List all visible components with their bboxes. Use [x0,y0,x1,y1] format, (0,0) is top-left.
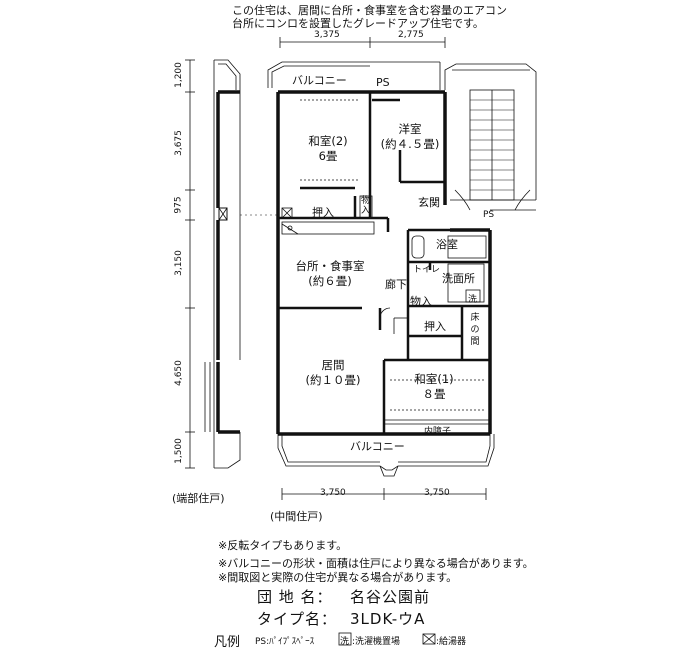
room-kitchen: 台所・食事室 (約６畳) [290,259,370,289]
dim-left-1200: 1,200 [173,62,184,88]
dim-top-right: 2,775 [398,30,424,40]
dim-left-1500: 1,500 [173,438,184,464]
dim-left-3150: 3,150 [173,250,184,276]
legend-sen-text: :洗濯機置場 [352,637,401,647]
note-balcony-shape: ※バルコニーの形状・面積は住戸により異なる場合があります。 [218,557,534,570]
legend-kyutoki: :給湯器 [436,637,467,647]
room-washitsu-2-name: 和室(2) [308,134,348,148]
room-balcony-bottom: バルコニー [350,440,405,453]
room-genkan: 玄関 [418,196,440,209]
danchi-value: 名谷公園前 [350,588,431,606]
dim-top-left: 3,375 [314,30,340,40]
note-floorplan-difference: ※間取図と実際の住宅が異なる場合があります。 [218,571,458,584]
room-yokushitsu: 浴室 [436,238,458,251]
room-sen: 洗 [468,295,478,305]
room-ima-name: 居間 [321,358,345,372]
legend-ps: PS:ﾊﾟｲﾌﾟｽﾍﾟｰｽ [255,637,315,647]
room-uchiranshi: 内障子 [424,427,452,437]
room-mono-mid: 物入 [410,295,432,308]
room-ps-top: PS [376,76,390,89]
bottom-balcony [277,434,495,477]
end-unit-strip [204,59,241,469]
type-value: 3LDK-ウA [350,610,426,628]
room-ima-size: (約１０畳) [305,373,361,387]
room-oshiire-top: 押入 [312,206,334,219]
room-washitsu-1-name: 和室(1) [414,372,454,386]
room-oshiire-mid: 押入 [424,320,446,333]
room-rouka: 廊下 [385,278,407,291]
room-kitchen-name: 台所・食事室 [295,259,365,273]
dim-left-4650: 4,650 [173,360,184,386]
room-mono-top: 物入 [361,196,371,216]
room-balcony-top: バルコニー [292,74,347,87]
interior-walls [278,92,490,434]
room-washitsu-2-size: 6畳 [318,149,338,163]
room-washitsu-2: 和室(2) 6畳 [300,134,356,164]
note-reversed-type: ※反転タイプもあります。 [218,539,348,552]
dim-left-975: 975 [173,196,184,214]
legend-title: 凡例 [214,635,241,650]
dim-left-3675: 3,675 [173,130,184,156]
staircase [444,63,537,211]
type-label: タイプ名： [257,610,338,628]
header-note-line2: 台所にコンロを設置したグレードアップ住宅です。 [232,17,484,30]
legend-kyutoki-icon [422,633,436,645]
room-youshitsu-name: 洋室 [398,122,422,136]
room-youshitsu: 洋室 (約４.５畳) [376,122,444,152]
header-note-line1: この住宅は、居間に台所・食事室を含む容量のエアコン [232,4,507,17]
room-washitsu-1: 和室(1) ８畳 [404,372,464,402]
danchi-label: 団 地 名： [257,588,333,606]
caption-end-unit: (端部住戸) [172,492,225,505]
legend-sen-icon: 洗 [340,637,350,647]
room-washitsu-1-size: ８畳 [422,387,446,401]
room-youshitsu-size: (約４.５畳) [380,137,440,151]
top-balcony [267,61,441,90]
room-ima: 居間 (約１０畳) [298,358,368,388]
dim-bottom-right: 3,750 [424,488,450,498]
room-senmenjo: 洗面所 [442,272,475,285]
legend-sen-icon-box [338,632,352,646]
dim-bottom-left: 3,750 [320,488,346,498]
room-kitchen-size: (約６畳) [308,274,352,288]
room-tokonoma: 床の間 [470,313,480,347]
room-toilet: トイレ [413,265,441,275]
room-ps-right: PS [483,210,495,220]
caption-middle-unit: (中間住戸) [270,510,323,523]
